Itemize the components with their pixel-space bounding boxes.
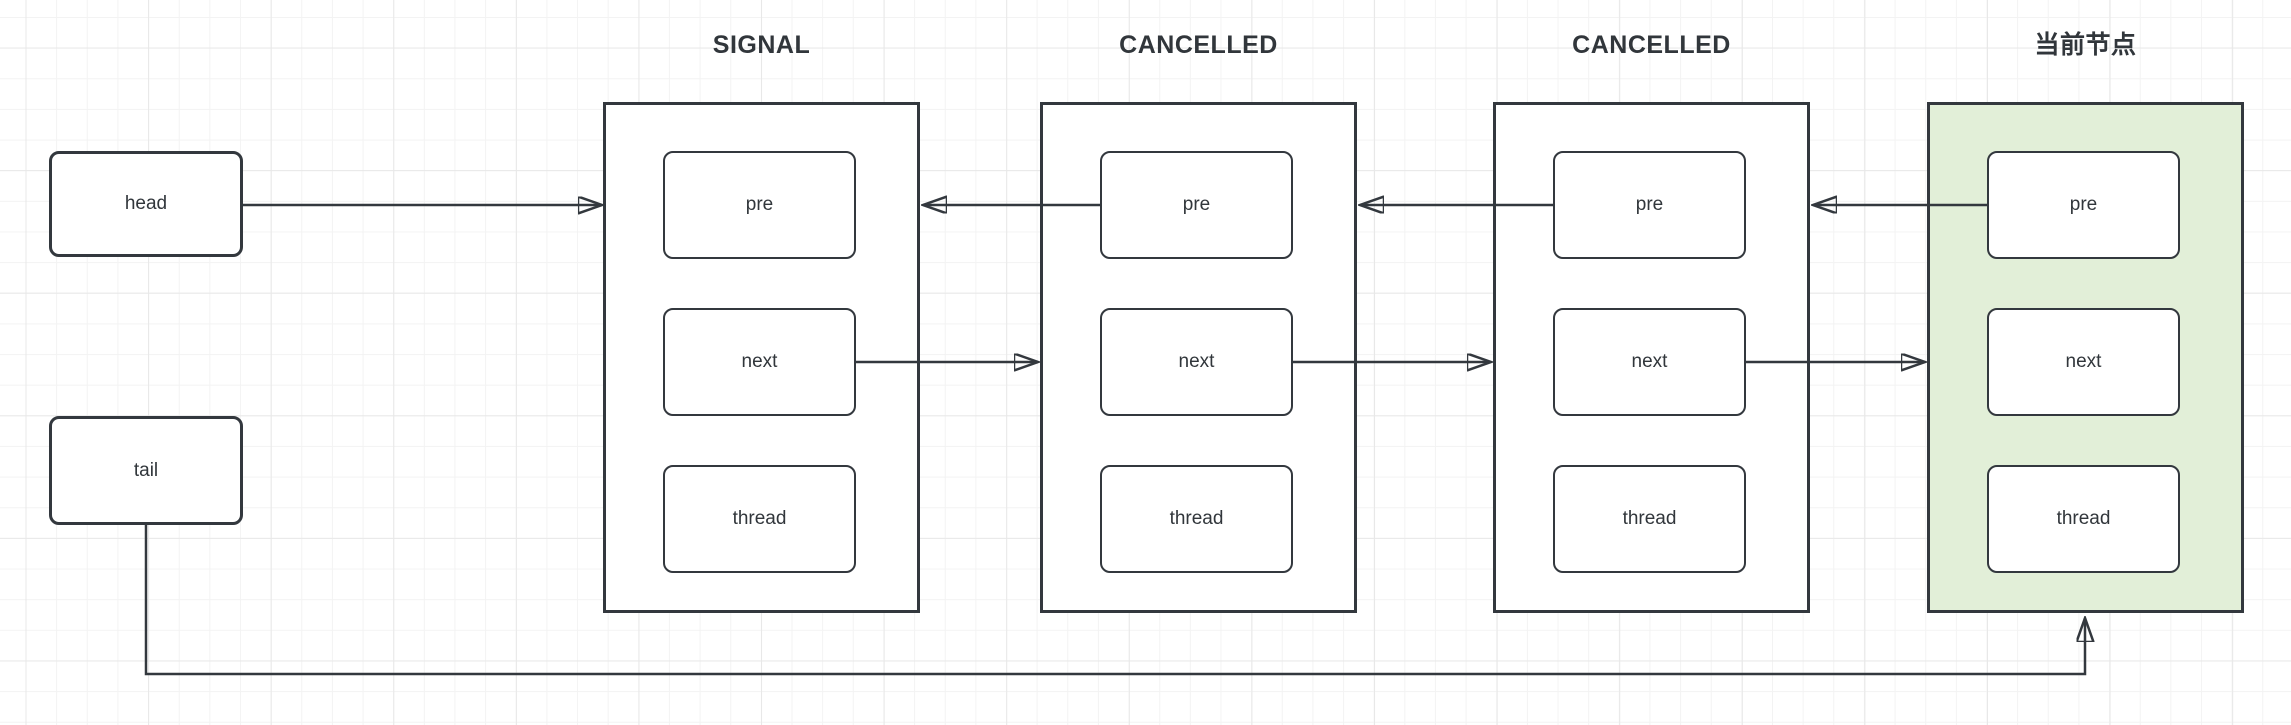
- node-2-status-label: CANCELLED: [1119, 31, 1278, 59]
- node-3-status-label: CANCELLED: [1572, 31, 1731, 59]
- node-4-status-label: 当前节点: [2034, 31, 2137, 59]
- node-3-thread-field: thread: [1553, 465, 1746, 573]
- node-4-next-field: next: [1987, 308, 2180, 416]
- node-2-thread-field: thread: [1100, 465, 1293, 573]
- tail-pointer-shape: tail: [49, 416, 243, 525]
- node-3-next-field: next: [1553, 308, 1746, 416]
- node-1-pre-field: pre: [663, 151, 856, 259]
- node-2-pre-field: pre: [1100, 151, 1293, 259]
- node-1-next-field: next: [663, 308, 856, 416]
- node-4-thread-field: thread: [1987, 465, 2180, 573]
- node-3-pre-field: pre: [1553, 151, 1746, 259]
- node-1-status-label: SIGNAL: [712, 31, 811, 59]
- node-2-next-field: next: [1100, 308, 1293, 416]
- node-1-thread-field: thread: [663, 465, 856, 573]
- queue-node-4-current: pre next thread: [1927, 102, 2244, 613]
- queue-node-3: pre next thread: [1493, 102, 1810, 613]
- node-4-pre-field: pre: [1987, 151, 2180, 259]
- head-pointer-shape: head: [49, 151, 243, 257]
- queue-node-1: pre next thread: [603, 102, 920, 613]
- queue-node-2: pre next thread: [1040, 102, 1357, 613]
